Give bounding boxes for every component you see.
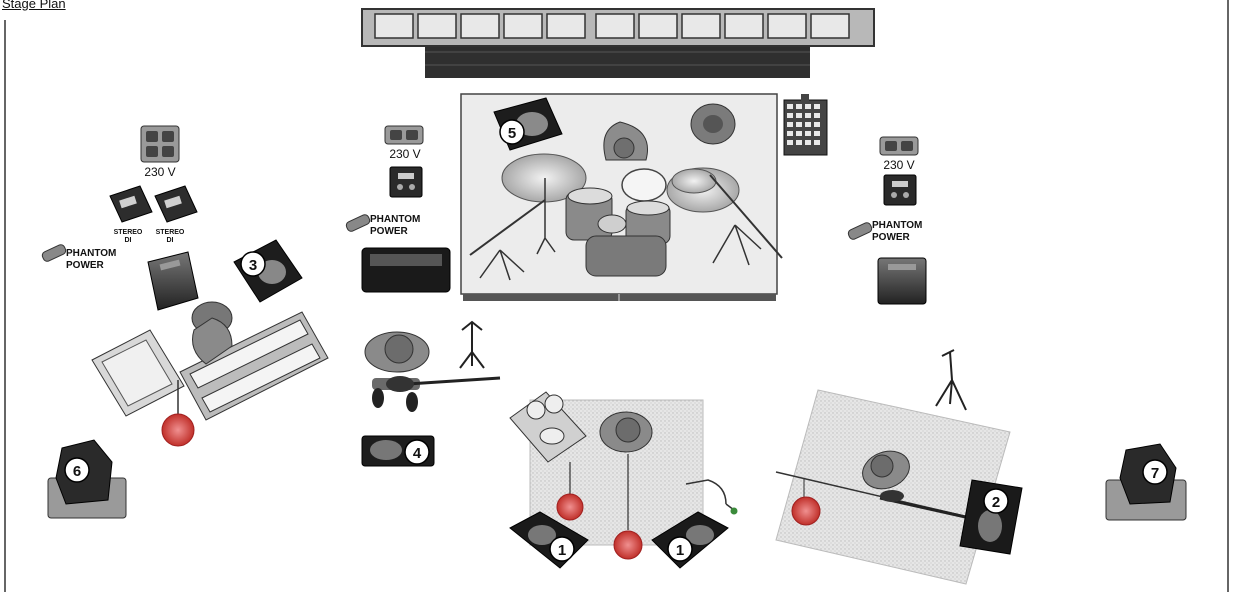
monitor-number-1-right: 1: [676, 542, 684, 559]
monitor-number-5: 5: [508, 125, 516, 142]
moving-light-7: 7: [1106, 444, 1186, 520]
di-label-di-2: DI: [167, 237, 174, 244]
phantom-power-bass: PHANTOM POWER: [847, 220, 922, 243]
phantom-label-guitar-2: POWER: [370, 226, 409, 237]
bass-stand: [936, 350, 966, 410]
guitar-amp: [362, 248, 450, 292]
keyboard-player: [92, 302, 328, 446]
monitor-number-1-left: 1: [558, 542, 566, 559]
bass-di-box: [884, 175, 916, 205]
truss-line-array: [362, 9, 874, 78]
phantom-label-keys-1: PHANTOM: [66, 248, 116, 259]
monitor-wedge-4: 4: [362, 436, 434, 466]
guitar-player: [365, 332, 500, 412]
di-label-di-1: DI: [125, 237, 132, 244]
monitor-number-4: 4: [413, 445, 422, 462]
bass-amp: [878, 258, 926, 304]
light-number-6: 6: [73, 463, 81, 480]
stereo-di-box-2: STEREO DI: [155, 186, 197, 244]
power-outlet-guitar: 230 V: [385, 126, 423, 161]
guitar-stand: [460, 322, 484, 368]
guitar-di-box: [390, 167, 422, 197]
stereo-di-box-1: STEREO DI: [110, 186, 152, 244]
drum-pad-grid: [784, 94, 827, 155]
light-number-7: 7: [1151, 465, 1159, 482]
monitor-number-2: 2: [992, 494, 1000, 511]
phantom-label-keys-2: POWER: [66, 260, 105, 271]
power-outlet-bass: 230 V: [880, 137, 918, 172]
phantom-power-keys: PHANTOM POWER: [41, 243, 116, 271]
monitor-number-3: 3: [249, 257, 257, 274]
phantom-label-guitar-1: PHANTOM: [370, 214, 420, 225]
phantom-label-bass-1: PHANTOM: [872, 220, 922, 231]
power-outlet-keys: 230 V: [141, 126, 179, 179]
power-label-bass: 230 V: [883, 158, 914, 172]
monitor-wedge-3: 3: [234, 240, 302, 302]
moving-light-6: 6: [48, 440, 126, 518]
phantom-power-guitar: PHANTOM POWER: [345, 213, 420, 237]
di-label-stereo-2: STEREO: [156, 229, 185, 236]
di-label-stereo-1: STEREO: [114, 229, 143, 236]
power-label-guitar: 230 V: [389, 147, 420, 161]
power-label-keys: 230 V: [144, 165, 175, 179]
phantom-label-bass-2: POWER: [872, 232, 911, 243]
keys-amp: [148, 252, 198, 310]
